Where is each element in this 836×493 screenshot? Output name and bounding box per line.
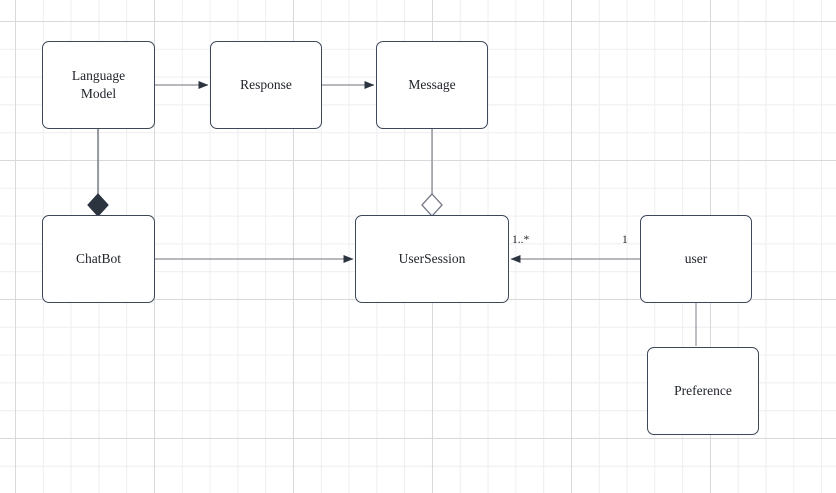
node-label: Response — [240, 76, 292, 92]
node-message[interactable]: Message — [376, 41, 488, 129]
node-label: Language Model — [71, 67, 126, 101]
hollow-diamond-marker — [421, 193, 443, 217]
node-user[interactable]: user — [640, 215, 752, 303]
edge-language-model-to-chatbot — [87, 129, 109, 217]
node-label: user — [684, 250, 708, 266]
filled-diamond-marker — [87, 193, 109, 217]
edge-message-to-user-session — [421, 129, 443, 217]
node-response[interactable]: Response — [210, 41, 322, 129]
node-language-model[interactable]: Language Model — [42, 41, 155, 129]
node-label: ChatBot — [75, 250, 121, 266]
multiplicity-label-user-end: 1 — [622, 234, 628, 246]
node-label: Preference — [674, 382, 732, 398]
node-chatbot[interactable]: ChatBot — [42, 215, 155, 303]
multiplicity-label-user-session-end: 1..* — [512, 234, 530, 246]
node-preference[interactable]: Preference — [647, 347, 759, 435]
node-user-session[interactable]: UserSession — [355, 215, 509, 303]
node-label: Message — [408, 76, 456, 92]
node-label: UserSession — [398, 250, 466, 266]
